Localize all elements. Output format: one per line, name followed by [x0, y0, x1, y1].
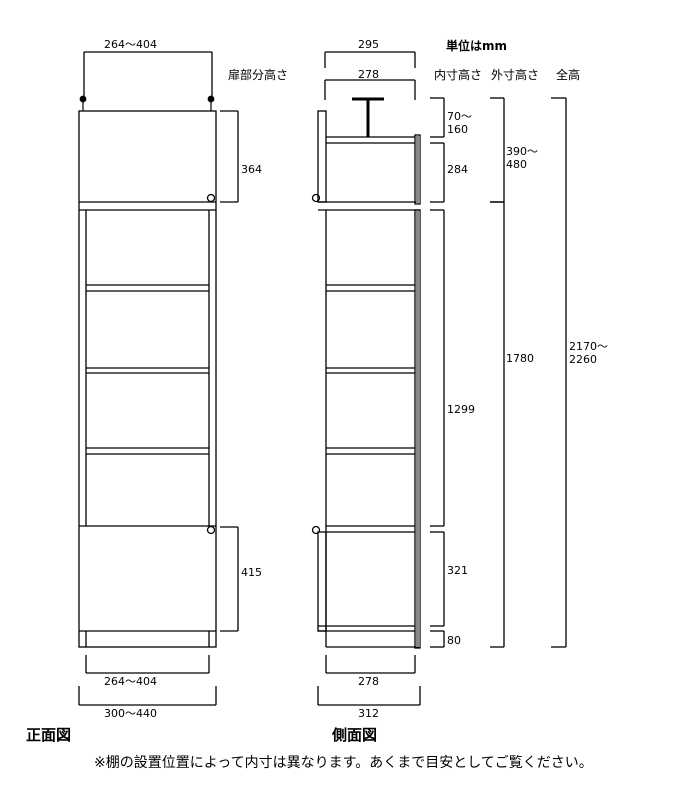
- total-height-label: 2170～ 2260: [569, 340, 608, 366]
- unit-label: 単位はmm: [446, 39, 508, 53]
- side-outer-depth-bottom-label: 312: [358, 707, 379, 720]
- top-gap-label: 70～ 160: [447, 110, 472, 136]
- side-view-caption: 側面図: [332, 726, 378, 744]
- upper-inner-label: 284: [447, 163, 468, 176]
- lower-door-height-label: 415: [241, 566, 262, 579]
- side-inner-depth-top-label: 278: [358, 68, 379, 81]
- inner-height-header: 内寸高さ: [434, 68, 483, 82]
- upper-door-height-label: 364: [241, 163, 262, 176]
- front-view-caption: 正面図: [26, 726, 72, 744]
- total-height-header: 全高: [556, 68, 581, 82]
- front-top-width-label: 264～404: [104, 38, 157, 51]
- main-outer-label: 1780: [506, 352, 534, 365]
- middle-inner-label: 1299: [447, 403, 475, 416]
- side-outer-depth-top-label: 295: [358, 38, 379, 51]
- front-cabinet-outline: [78, 110, 217, 648]
- side-inner-depth-bottom-label: 278: [358, 675, 379, 688]
- lower-inner-label: 321: [447, 564, 468, 577]
- base-label: 80: [447, 634, 461, 647]
- footnote: ※棚の設置位置によって内寸は異なります。あくまで目安としてご覧ください。: [94, 755, 593, 771]
- front-bottom-outer-width-label: 300～440: [104, 707, 157, 720]
- front-bottom-inner-width-label: 264～404: [104, 675, 157, 688]
- upper-outer-label: 390～ 480: [506, 145, 538, 171]
- outer-height-header: 外寸高さ: [491, 68, 540, 82]
- door-height-header: 扉部分高さ: [228, 68, 289, 82]
